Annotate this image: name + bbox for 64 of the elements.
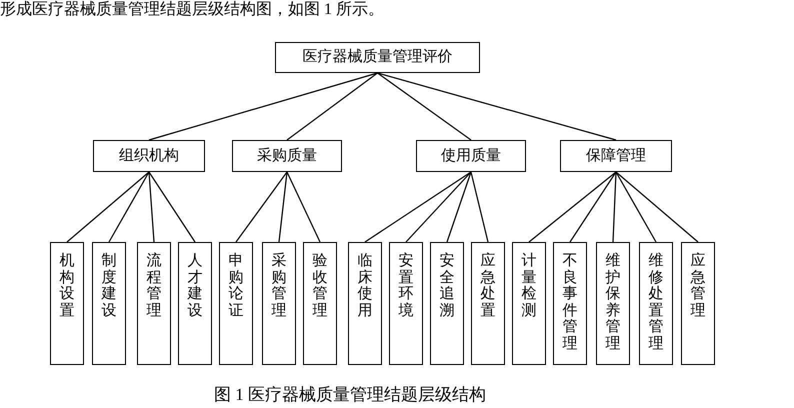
connector-line	[148, 172, 196, 242]
connector-line	[278, 172, 288, 242]
connector-line	[148, 72, 378, 141]
leaf-box	[553, 242, 587, 365]
node-label: 应急管理	[690, 253, 706, 319]
connector-line	[66, 172, 150, 242]
node-label: 验收管理	[312, 253, 328, 319]
leaf-box	[303, 242, 337, 365]
leaf-box	[137, 242, 171, 365]
category-box	[416, 140, 526, 172]
leaf-box	[471, 242, 505, 365]
node-label: 申购论证	[228, 253, 244, 319]
leaf-box	[348, 242, 382, 365]
connector-line	[108, 172, 150, 242]
node-label: 采购质量	[257, 146, 317, 166]
category-box	[232, 140, 342, 172]
connector-line	[364, 172, 472, 242]
connector-line	[286, 72, 378, 140]
body-text: 形成医疗器械质量管理结题层级结构图，如图 1 所示。	[0, 0, 384, 20]
node-label: 保障管理	[586, 146, 646, 166]
node-label: 组织机构	[119, 146, 179, 166]
connector-line	[615, 172, 657, 242]
leaf-box	[512, 242, 546, 365]
connector-line	[528, 172, 616, 242]
leaf-box	[262, 242, 296, 365]
leaf-box	[50, 242, 84, 365]
connector-line	[570, 172, 616, 242]
leaf-box	[219, 242, 253, 365]
node-label: 流程管理	[146, 253, 162, 319]
connector-line	[377, 72, 472, 140]
connector-line	[470, 172, 489, 242]
node-label: 应急处置	[480, 253, 496, 319]
category-box	[93, 140, 205, 172]
connector-line	[148, 172, 155, 242]
leaf-box	[681, 242, 715, 365]
connector-line	[377, 72, 616, 141]
node-label: 使用质量	[441, 146, 501, 166]
node-label: 维修处置管理	[648, 253, 664, 352]
node-label: 制度建设	[102, 253, 116, 319]
leaf-box	[178, 242, 212, 365]
node-label: 人才建设	[188, 253, 202, 319]
connector-line	[236, 172, 288, 242]
node-label: 安全追溯	[440, 253, 454, 319]
node-label: 不良事件管理	[562, 253, 578, 352]
node-label: 计量检测	[522, 253, 536, 319]
leaf-box	[389, 242, 423, 365]
leaf-box	[92, 242, 126, 365]
node-label: 机构设置	[60, 253, 74, 319]
node-label: 临床使用	[358, 253, 372, 319]
connector-line	[406, 172, 472, 242]
connector-line	[286, 172, 321, 242]
connector-line	[612, 172, 617, 242]
node-label: 医疗器械质量管理评价	[302, 48, 452, 68]
connector-line	[446, 172, 472, 242]
leaf-box	[639, 242, 673, 365]
connector-line	[616, 172, 698, 242]
leaf-box	[596, 242, 630, 365]
category-box	[275, 42, 480, 73]
node-label: 安置环境	[398, 253, 414, 319]
figure-caption: 图 1 医疗器械质量管理结题层级结构	[214, 384, 486, 406]
node-label: 维护保养管理	[606, 253, 620, 352]
node-label: 采购管理	[272, 253, 286, 319]
leaf-box	[430, 242, 464, 365]
category-box	[560, 140, 672, 172]
